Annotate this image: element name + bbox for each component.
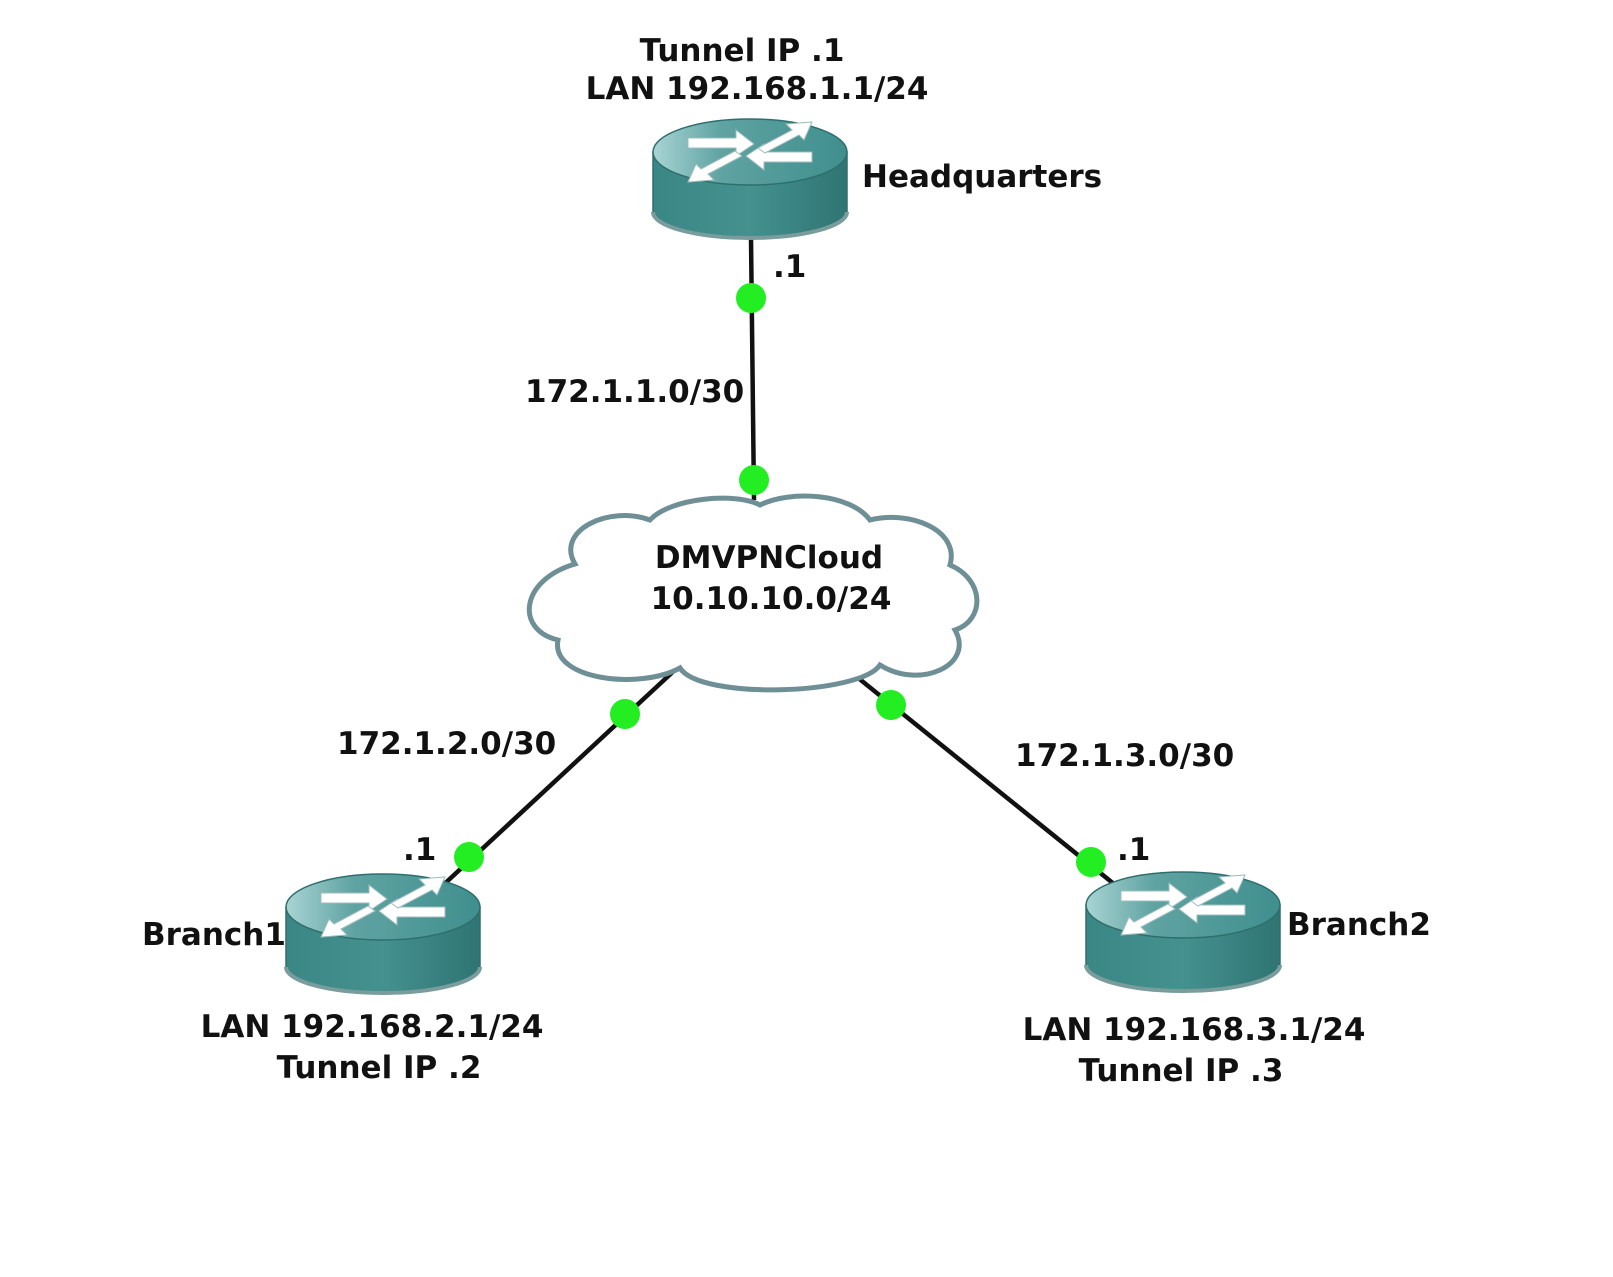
branch1-router-ip-label: .1 xyxy=(403,832,437,868)
router-icon xyxy=(284,872,482,995)
port-dot-hq xyxy=(736,283,766,313)
port-dot-branch1 xyxy=(454,842,484,872)
router-icon xyxy=(1084,870,1282,993)
cloud-subnet-label: 10.10.10.0/24 xyxy=(650,581,892,617)
port-dot-cloud-hq xyxy=(739,465,769,495)
port-dots xyxy=(454,283,1106,877)
branch2-tunnel-label: Tunnel IP .3 xyxy=(1078,1053,1284,1089)
branch1-tunnel-label: Tunnel IP .2 xyxy=(276,1050,482,1086)
branch2-lan-label: LAN 192.168.3.1/24 xyxy=(1022,1012,1366,1048)
hq-name-label: Headquarters xyxy=(862,159,1103,195)
port-dot-cloud-branch2 xyxy=(876,690,906,720)
router-branch1[interactable] xyxy=(284,872,482,995)
hq-tunnel-label: Tunnel IP .1 xyxy=(639,33,845,69)
branch1-link-subnet-label: 172.1.2.0/30 xyxy=(337,726,557,762)
router-branch2[interactable] xyxy=(1084,870,1282,993)
branch2-name-label: Branch2 xyxy=(1287,907,1431,943)
cloud-name-label: DMVPNCloud xyxy=(654,540,884,576)
hq-link-subnet-label: 172.1.1.0/30 xyxy=(525,374,745,410)
hq-lan-label: LAN 192.168.1.1/24 xyxy=(585,71,929,107)
router-headquarters[interactable] xyxy=(651,117,849,240)
link-hq-cloud[interactable] xyxy=(748,237,757,501)
hq-router-ip-label: .1 xyxy=(773,249,807,285)
branch1-name-label: Branch1 xyxy=(142,917,286,953)
router-icon xyxy=(651,117,849,240)
dmvpn-cloud[interactable] xyxy=(526,493,980,693)
port-dot-branch2 xyxy=(1076,847,1106,877)
branch2-link-subnet-label: 172.1.3.0/30 xyxy=(1015,738,1235,774)
branch2-router-ip-label: .1 xyxy=(1117,832,1151,868)
branch1-lan-label: LAN 192.168.2.1/24 xyxy=(200,1009,544,1045)
cloud-icon xyxy=(526,493,980,693)
port-dot-cloud-branch1 xyxy=(610,699,640,729)
